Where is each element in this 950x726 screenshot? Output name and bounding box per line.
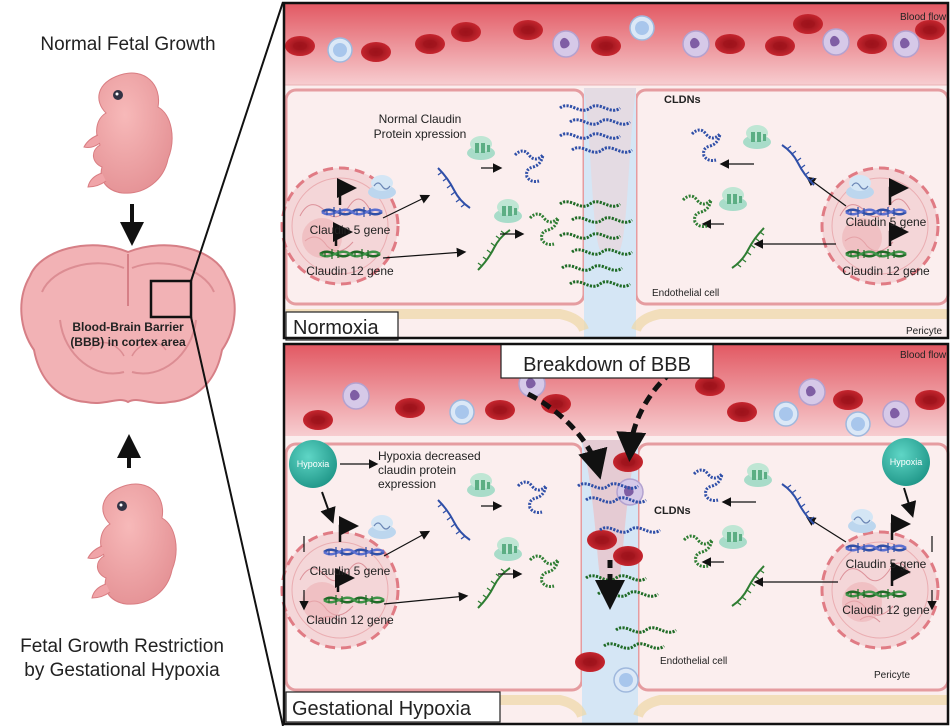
hypoxia-gene5-left: Claudin 5 gene — [310, 564, 391, 578]
normoxia-blood-flow-label: Blood flow — [900, 12, 947, 23]
breakdown-of-bbb-label: Breakdown of BBB — [523, 354, 691, 376]
normoxia-gene5-left: Claudin 5 gene — [310, 223, 391, 237]
brain-label-line-1: Blood-Brain Barrier — [72, 320, 184, 334]
normoxia-note-line-1: Normal Claudin — [379, 112, 462, 126]
title-normal-fetal-growth: Normal Fetal Growth — [40, 34, 215, 55]
hypoxia-gene5-right: Claudin 5 gene — [846, 557, 927, 571]
hypoxia-note-line-2: claudin protein — [378, 463, 456, 477]
zoom-box — [149, 279, 193, 319]
hypoxia-gene12-left: Claudin 12 gene — [306, 613, 394, 627]
hypoxia-note-line-3: expression — [378, 477, 436, 491]
normoxia-gene12-left: Claudin 12 gene — [306, 264, 394, 278]
hypoxia-left-icon — [289, 440, 337, 488]
hypoxia-left-label: Hypoxia — [297, 459, 330, 469]
fgr-fetus-icon — [87, 483, 177, 605]
normoxia-pericyte-label: Pericyte — [906, 326, 943, 337]
hypoxia-right-icon — [882, 438, 930, 486]
hypoxia-gene12-right: Claudin 12 gene — [842, 603, 930, 617]
normoxia-gene5-right: Claudin 5 gene — [846, 215, 927, 229]
hypoxia-blood-flow-label: Blood flow — [900, 350, 947, 361]
normoxia-panel: Blood flow CLDNs Normal Claudin Protein … — [280, 1, 950, 341]
hypoxia-right-label: Hypoxia — [890, 457, 923, 467]
normoxia-cldns-label: CLDNs — [664, 94, 701, 106]
brain-label-line-2: (BBB) in cortex area — [70, 335, 186, 349]
title-fgr-line-2: by Gestational Hypoxia — [24, 660, 220, 681]
normoxia-endothelial-label: Endothelial cell — [652, 288, 719, 299]
normoxia-note-line-2: Protein xpression — [374, 127, 467, 141]
normal-fetus-icon — [83, 72, 173, 194]
normoxia-gene12-right: Claudin 12 gene — [842, 264, 930, 278]
brain-section-icon — [20, 244, 236, 404]
hypoxia-panel: Blood flow Breakdown of BBB CLDNs Hypoxi… — [280, 342, 950, 726]
title-fgr-line-1: Fetal Growth Restriction — [20, 636, 224, 657]
zoom-lines — [190, 1, 284, 726]
hypoxia-pericyte-label: Pericyte — [874, 670, 911, 681]
normoxia-panel-label: Normoxia — [293, 317, 379, 339]
left-column: Normal Fetal Growth Blood-Brain Barrier … — [20, 34, 236, 681]
hypoxia-note-line-1: Hypoxia decreased — [378, 449, 481, 463]
hypoxia-panel-label: Gestational Hypoxia — [292, 698, 472, 720]
hypoxia-endothelial-label: Endothelial cell — [660, 656, 727, 667]
hypoxia-cldns-label: CLDNs — [654, 505, 691, 517]
